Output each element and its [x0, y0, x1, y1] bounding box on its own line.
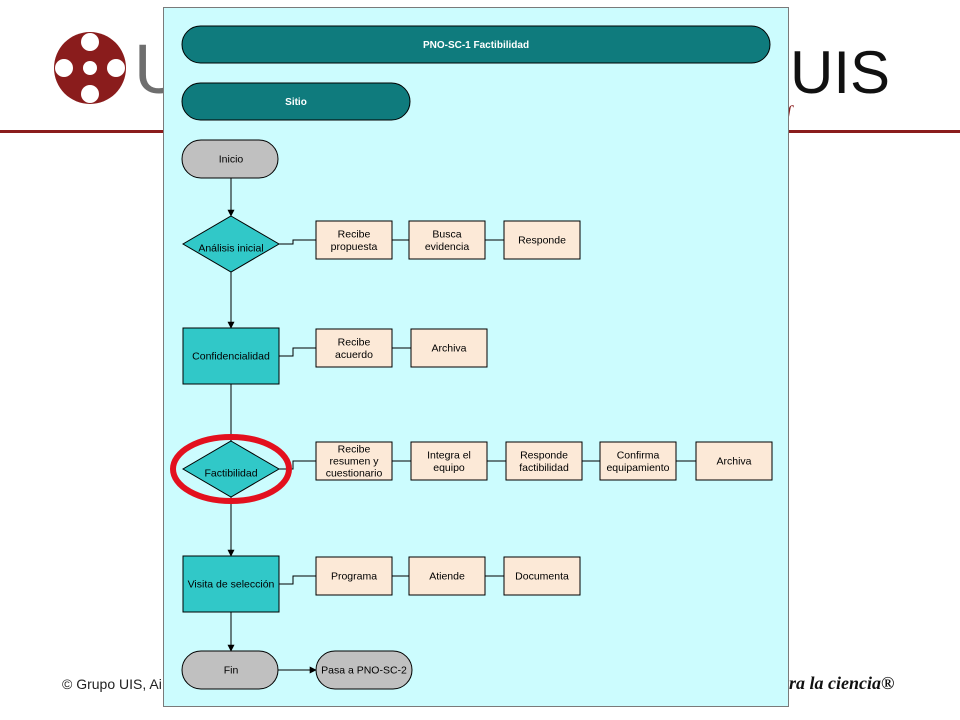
- task-box: [695, 441, 773, 481]
- stage-to-task-connector: [279, 575, 316, 585]
- task-box: [315, 556, 393, 596]
- start-terminal: [181, 139, 279, 179]
- process-node: [182, 327, 280, 385]
- stage-to-task-connector: [279, 239, 316, 245]
- stage-label: Confidencialidad: [192, 351, 270, 363]
- logo-text-right: UIS: [790, 39, 891, 106]
- footer-slogan: ara la ciencia®: [780, 673, 895, 693]
- footer-copyright: © Grupo UIS, Ai: [62, 676, 162, 692]
- task-label: Programa: [331, 571, 377, 583]
- nodes: PNO-SC-1 FactibilidadSitioInicioAnálisis…: [170, 25, 773, 690]
- task-label: Documenta: [515, 571, 569, 583]
- task-box: [505, 441, 583, 481]
- lane-header: [181, 82, 411, 121]
- task-box: [503, 220, 581, 260]
- task-box: [315, 328, 393, 368]
- off-page-link-label: Pasa a PNO-SC-2: [321, 665, 407, 677]
- task-box: [410, 441, 488, 481]
- diagram-title-bar: [181, 25, 771, 64]
- process-node: [182, 555, 280, 613]
- lane-label: Sitio: [285, 97, 307, 108]
- off-page-link: [315, 650, 413, 690]
- task-box: [410, 328, 488, 368]
- task-box: [599, 441, 677, 481]
- flowchart: PNO-SC-1 FactibilidadSitioInicioAnálisis…: [170, 25, 773, 690]
- stage-to-task-connector: [279, 347, 316, 357]
- highlight-ellipse: [170, 434, 292, 504]
- task-box: [408, 556, 486, 596]
- task-box: [315, 220, 393, 260]
- task-box: [503, 556, 581, 596]
- diagram-title: PNO-SC-1 Factibilidad: [423, 40, 529, 51]
- task-box: [408, 220, 486, 260]
- task-label: Archiva: [431, 343, 466, 355]
- task-label: Archiva: [716, 456, 751, 468]
- task-label: Responde: [518, 235, 566, 247]
- end-label: Fin: [224, 665, 239, 677]
- decision-node: [182, 440, 280, 498]
- decision-node: [182, 215, 280, 273]
- task-box: [315, 441, 393, 481]
- stage-label: Análisis inicial: [198, 243, 263, 255]
- university-logo-icon: [54, 32, 126, 104]
- stage-label: Factibilidad: [204, 468, 257, 480]
- end-terminal: [181, 650, 279, 690]
- task-label: Atiende: [429, 571, 465, 583]
- start-label: Inicio: [219, 154, 244, 166]
- stage-label: Visita de selección: [188, 579, 275, 591]
